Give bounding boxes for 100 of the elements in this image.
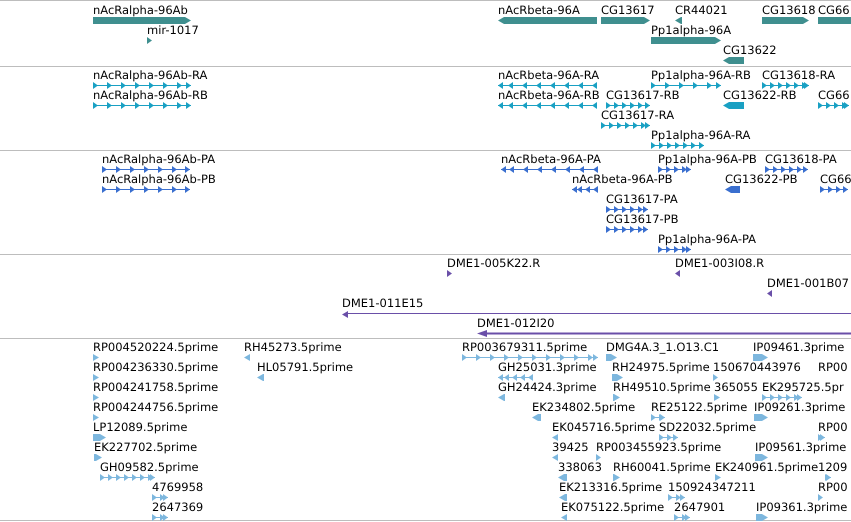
feature-label: CG66 (820, 173, 851, 186)
feature-track-item (658, 153, 757, 173)
feature-label: CG13622 (723, 44, 777, 57)
feature-track-item (612, 361, 710, 381)
feature-track-item (559, 481, 662, 501)
feature-label: EK234802.5prime (532, 401, 636, 414)
feature-label: DME1-011E15 (342, 297, 424, 310)
feature-track-item (462, 341, 598, 361)
feature-label: RP003455923.5prime (596, 441, 722, 454)
feature-label: RH24975.5prime (612, 361, 710, 374)
feature-track-item (94, 441, 198, 461)
feature-track-item (606, 341, 720, 361)
feature-label: RP004244756.5prime (93, 401, 218, 414)
feature-label: SD22032.5prime (659, 421, 756, 434)
feature-label: CG13617-RA (601, 109, 674, 122)
feature-label: CG13618-RA (762, 69, 836, 82)
feature-label: GH25031.3prime (498, 361, 597, 374)
feature-label: 2647369 (152, 501, 204, 514)
feature-track-item (762, 4, 816, 24)
feature-label: 1209 (818, 461, 848, 474)
feature-track-item (606, 89, 680, 109)
feature-label: RH45273.5prime (244, 341, 342, 354)
feature-label: RP00 (818, 481, 848, 494)
feature-track-item (572, 173, 673, 193)
feature-track-item (601, 4, 655, 24)
feature-track-item (756, 501, 848, 521)
feature-track-item (765, 153, 837, 173)
feature-label: IP09261.3prime (754, 401, 846, 414)
feature-label: CG13617-PB (606, 213, 678, 226)
feature-track-item (532, 401, 636, 421)
feature-track-item (257, 361, 354, 381)
feature-track-item (498, 69, 600, 89)
feature-track-item (818, 421, 848, 441)
feature-track-item (659, 421, 756, 441)
feature-track-item (498, 89, 600, 109)
feature-track-item (762, 69, 836, 89)
feature-track-item (651, 24, 732, 44)
feature-label: IP09561.3prime (755, 441, 846, 454)
feature-track-item (147, 24, 199, 44)
feature-track-item (723, 89, 797, 109)
feature-label: RE25122.5prime (651, 401, 748, 414)
feature-label: Pp1alpha-96A-RA (651, 129, 750, 142)
feature-label: RP003679311.5prime (462, 341, 588, 354)
feature-label: DME1-005K22.R (447, 257, 540, 270)
feature-track-item (93, 361, 218, 381)
feature-track-item (818, 89, 850, 109)
feature-label: nAcRalpha-96Ab-RA (93, 69, 208, 82)
feature-label: Pp1alpha-96A-PA (658, 233, 756, 246)
feature-label: IP09361.3prime (756, 501, 848, 514)
feature-track-item (100, 461, 199, 481)
feature-label: RP004520224.5prime (93, 341, 218, 354)
feature-label: CG13617-RB (606, 89, 680, 102)
feature-track-item (498, 361, 597, 381)
feature-track-item (561, 501, 664, 521)
feature-track-item (342, 297, 851, 317)
feature-label: RP004241758.5prime (93, 381, 218, 394)
feature-label: RH60041.5prime (613, 461, 711, 474)
feature-track-item (675, 257, 764, 277)
feature-label: nAcRbeta-96A-RB (498, 89, 600, 102)
feature-track-item (651, 129, 750, 149)
feature-track-item (93, 89, 208, 109)
feature-track-item (93, 421, 188, 441)
feature-label: CG13618-PA (765, 153, 837, 166)
feature-track-item (723, 44, 777, 64)
feature-label: GH09582.5prime (100, 461, 199, 474)
feature-track-item (675, 4, 728, 24)
feature-track-item (818, 461, 848, 481)
feature-track-item (606, 213, 678, 233)
feature-label: nAcRalpha-96Ab-PB (102, 173, 216, 186)
feature-label: GH24424.3prime (498, 381, 597, 394)
feature-label: RP00 (818, 361, 848, 374)
track-band (0, 0, 851, 67)
feature-track-item (754, 401, 846, 421)
feature-label: IP09461.3prime (753, 341, 844, 354)
feature-track-item (552, 421, 656, 441)
feature-label: EK075122.5prime (561, 501, 664, 514)
feature-track-item (674, 501, 726, 521)
feature-label: 39425 (552, 441, 589, 454)
feature-track-item (552, 441, 589, 461)
feature-label: CG13622-PB (725, 173, 798, 186)
feature-label: nAcRalpha-96Ab-PA (102, 153, 216, 166)
feature-label: DME1-001B07 (767, 277, 849, 290)
feature-track-item (606, 193, 678, 213)
feature-label: RP004236330.5prime (93, 361, 218, 374)
feature-track-item (498, 4, 597, 24)
feature-label: EK045716.5prime (552, 421, 656, 434)
feature-track-item (613, 381, 711, 401)
feature-track-item (501, 153, 601, 173)
feature-track-item (93, 401, 218, 421)
feature-track-item (713, 361, 801, 381)
feature-track-item (651, 69, 751, 89)
track-band (0, 67, 851, 151)
feature-track-item (767, 277, 849, 297)
feature-track-item (477, 317, 851, 337)
feature-label: Pp1alpha-96A-RB (651, 69, 751, 82)
feature-label: nAcRbeta-96A (498, 4, 581, 17)
feature-track-item (102, 153, 216, 173)
feature-label: EK240961.5prime (715, 461, 818, 474)
feature-track-item (152, 481, 204, 501)
feature-label: DMG4A.3_1.O13.C1 (606, 341, 720, 354)
